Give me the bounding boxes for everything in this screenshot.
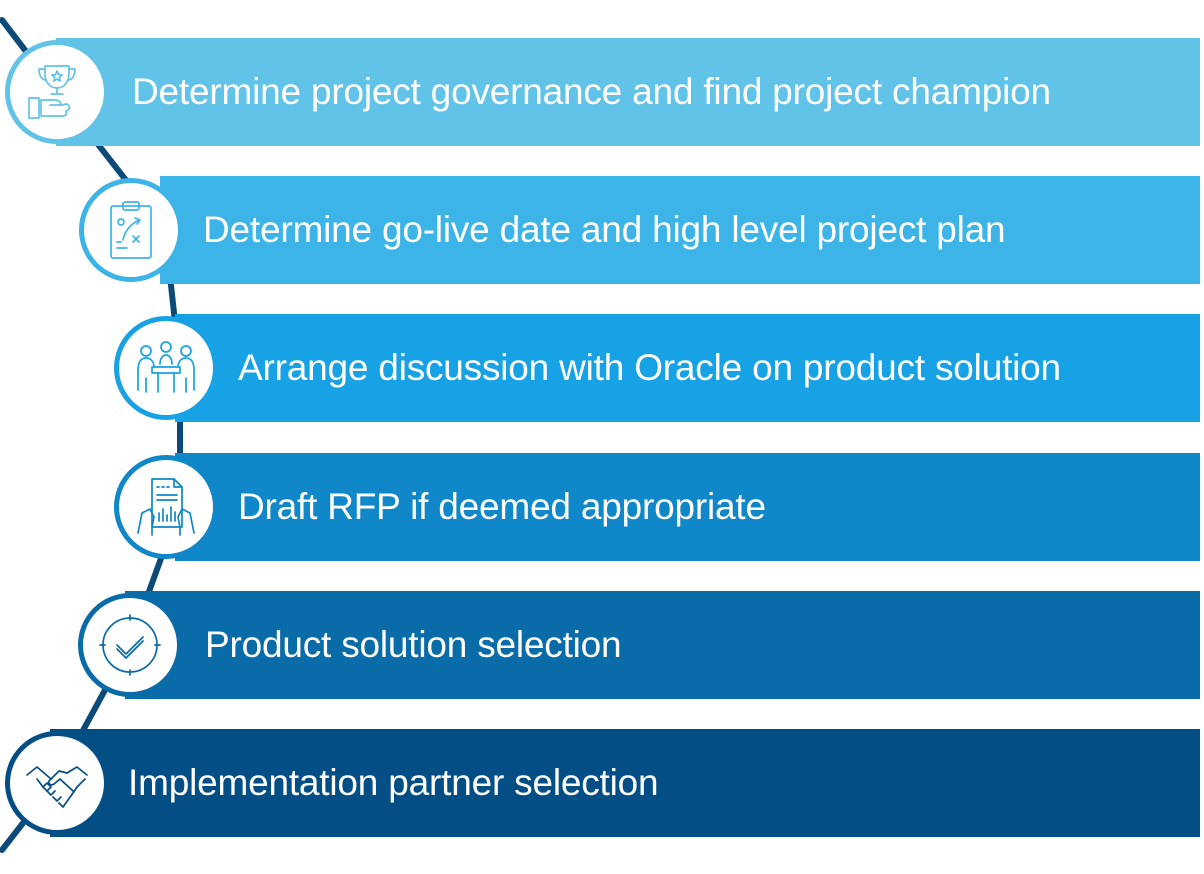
step-circle-4 (114, 455, 218, 559)
step-label-1: Determine project governance and find pr… (132, 71, 1051, 112)
step-bar-1: Determine project governance and find pr… (56, 38, 1200, 146)
step-circle-6 (5, 731, 109, 835)
step-label-3: Arrange discussion with Oracle on produc… (238, 347, 1061, 388)
step-bar-5: Product solution selection (125, 591, 1200, 699)
step-circle-5 (78, 593, 182, 697)
step-circle-2 (79, 178, 183, 282)
step-bar-2: Determine go-live date and high level pr… (160, 176, 1200, 284)
checkmark-circle-icon (99, 614, 161, 676)
clipboard-plan-icon (110, 201, 152, 259)
step-circle-1 (5, 40, 109, 144)
step-label-5: Product solution selection (205, 624, 622, 665)
handshake-icon (26, 766, 88, 808)
trophy-hand-icon (28, 65, 76, 119)
step-label-4: Draft RFP if deemed appropriate (238, 486, 766, 527)
step-label-6: Implementation partner selection (128, 762, 659, 803)
document-hands-icon (137, 478, 195, 536)
step-bar-6: Implementation partner selection (50, 729, 1200, 837)
step-bar-3: Arrange discussion with Oracle on produc… (175, 314, 1200, 422)
step-label-2: Determine go-live date and high level pr… (203, 209, 1006, 250)
step-bar-4: Draft RFP if deemed appropriate (175, 453, 1200, 561)
meeting-icon (137, 341, 195, 393)
step-circle-3 (114, 316, 218, 420)
